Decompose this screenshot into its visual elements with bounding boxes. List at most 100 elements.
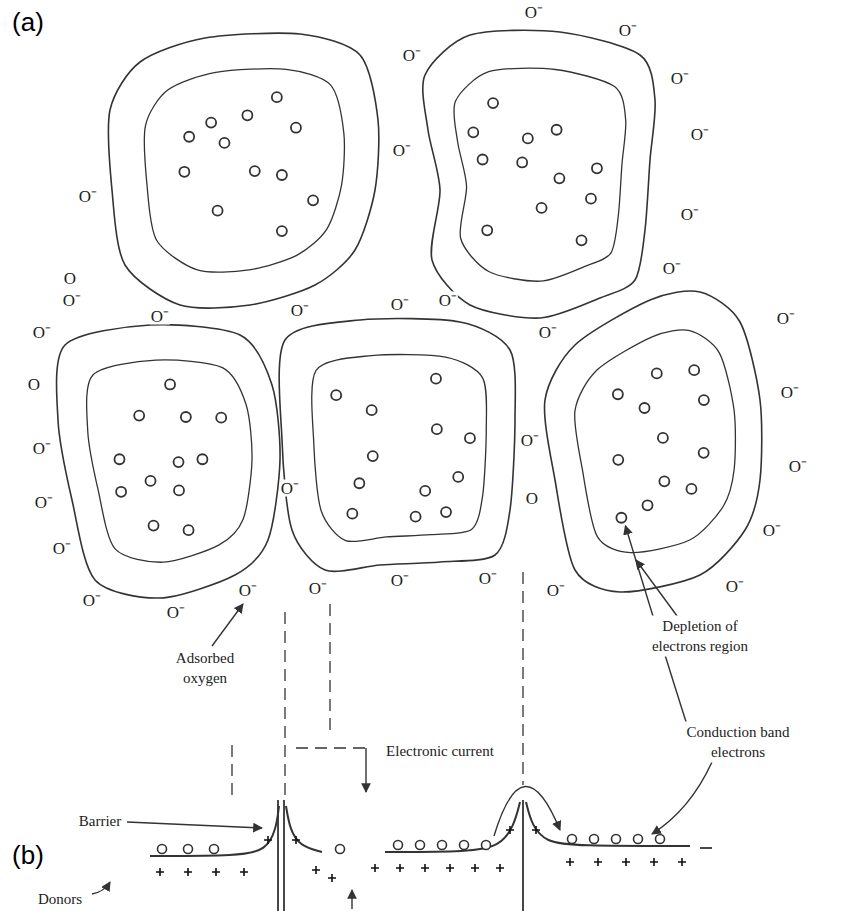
electron	[554, 173, 564, 183]
oxygen-label: O⁻	[762, 522, 782, 539]
electron	[643, 500, 653, 510]
donor-symbol	[240, 868, 248, 876]
electron	[291, 123, 301, 133]
electron	[277, 170, 287, 180]
oxygen-label: O⁻	[32, 440, 52, 457]
electron	[308, 195, 318, 205]
oxygen-label: O⁻	[670, 70, 690, 87]
electron	[468, 127, 478, 137]
oxygen-label: O⁻	[78, 188, 98, 205]
donor-symbol	[328, 874, 336, 882]
electron	[213, 206, 223, 216]
electron	[174, 457, 184, 467]
donor-symbol	[471, 864, 479, 872]
oxygen-label: O⁻	[776, 310, 796, 327]
electron	[277, 226, 287, 236]
electron	[134, 411, 144, 421]
band-electron	[568, 835, 577, 844]
donor-symbol	[650, 858, 658, 866]
callout-label: Adsorbed oxygen	[162, 648, 248, 689]
depletion-boundary	[87, 360, 252, 562]
band-electron	[482, 841, 491, 850]
depletion-boundary	[144, 69, 344, 272]
donor-plus	[566, 858, 574, 866]
band-electron	[634, 835, 643, 844]
oxygen-label: O⁻	[32, 324, 52, 341]
donor-plus	[292, 836, 300, 844]
electron	[197, 454, 207, 464]
oxygen-label: O⁻	[308, 580, 328, 597]
electron	[219, 138, 229, 148]
donor-plus	[446, 864, 454, 872]
electron	[577, 235, 587, 245]
band-electron	[612, 835, 621, 844]
donor-symbol	[156, 868, 164, 876]
oxygen-label: O⁻	[520, 432, 540, 449]
donor-plus	[471, 864, 479, 872]
electron	[331, 390, 341, 400]
donor-symbol	[622, 858, 630, 866]
guide-dash	[284, 612, 285, 795]
electron	[179, 167, 189, 177]
leader-arrow	[212, 604, 243, 646]
oxygen-label: O⁻	[82, 592, 102, 609]
electron	[411, 512, 421, 522]
electron	[453, 472, 463, 482]
oxygen-label: O⁻	[680, 206, 700, 223]
donor-plus	[240, 868, 248, 876]
donor-symbol	[184, 868, 192, 876]
band-edge	[286, 806, 322, 852]
leader-arrow	[494, 786, 560, 836]
oxygen-label: O	[27, 376, 41, 393]
electron	[272, 92, 282, 102]
electron	[242, 110, 252, 120]
electron	[616, 513, 626, 523]
electron	[652, 368, 662, 378]
electron	[465, 433, 475, 443]
electron	[613, 455, 623, 465]
donor-symbol	[396, 864, 404, 872]
oxygen-label: O⁻	[392, 142, 412, 159]
electron	[658, 433, 668, 443]
electron	[686, 484, 696, 494]
electron	[184, 525, 194, 535]
donor-plus	[622, 858, 630, 866]
boundary-line	[522, 800, 524, 911]
electron	[613, 389, 623, 399]
donor-symbol	[678, 858, 686, 866]
leader-arrow	[636, 560, 680, 620]
oxygen-label: O⁻	[52, 540, 72, 557]
donor-symbol	[566, 858, 574, 866]
donor-plus	[650, 858, 658, 866]
callout-label: Conduction band electrons	[676, 722, 800, 763]
electron	[216, 413, 226, 423]
guide-dash	[522, 572, 523, 785]
panel-letter: (a)	[12, 9, 44, 35]
electron	[552, 125, 562, 135]
electron	[354, 478, 364, 488]
electron	[165, 379, 175, 389]
donor-plus	[678, 858, 686, 866]
callout-label: Barrier	[77, 811, 123, 833]
oxygen-label: O⁻	[280, 480, 300, 497]
depletion-boundary	[454, 68, 626, 281]
electron	[146, 476, 156, 486]
electron	[367, 405, 377, 415]
donor-plus	[212, 868, 220, 876]
oxygen-label: O⁻	[150, 308, 170, 325]
electron	[347, 509, 357, 519]
donor-symbol	[421, 864, 429, 872]
grain-outline	[423, 30, 655, 318]
electron	[206, 118, 216, 128]
donor-plus	[594, 858, 602, 866]
electron	[420, 486, 430, 496]
grain-outline	[544, 291, 761, 592]
electron	[586, 194, 596, 204]
electron	[488, 98, 498, 108]
electron	[149, 521, 159, 531]
oxygen-label: O⁻	[290, 302, 310, 319]
oxygen-label: O⁻	[402, 47, 422, 64]
donor-symbol	[594, 858, 602, 866]
electron	[482, 225, 492, 235]
guide-dash	[231, 745, 232, 795]
